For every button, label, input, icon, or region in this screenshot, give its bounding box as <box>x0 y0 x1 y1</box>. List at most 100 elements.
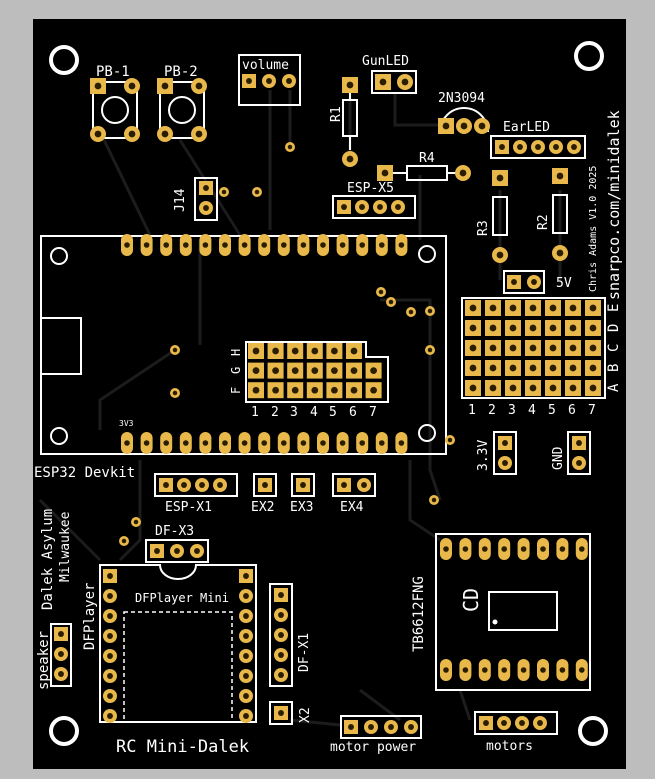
earled-label: EarLED <box>503 120 550 135</box>
pad-hole <box>128 82 136 90</box>
pad-hole <box>462 546 469 552</box>
pad-hole <box>408 724 414 730</box>
pad-hole <box>203 205 209 211</box>
ex3-pads <box>296 478 310 492</box>
pad-hole <box>370 367 377 374</box>
pad-hole <box>549 304 557 312</box>
pad-hole <box>154 548 160 554</box>
pad-hole <box>172 347 178 353</box>
pad-hole <box>469 304 477 312</box>
pad-hole <box>469 324 477 332</box>
pad-hole <box>529 364 537 372</box>
pad-hole <box>388 299 394 305</box>
board-title: RC Mini-Dalek <box>116 737 249 757</box>
mounting-hole <box>574 41 604 71</box>
pad-hole <box>379 242 385 248</box>
pad-hole <box>266 78 272 84</box>
pad-hole <box>300 440 307 446</box>
speaker-outline <box>50 623 72 687</box>
pad-hole <box>58 651 64 657</box>
pad-hole <box>378 289 384 295</box>
pad-hole <box>442 122 450 130</box>
pad-hole <box>579 667 585 673</box>
pad-hole <box>272 367 279 374</box>
pad-hole <box>379 440 385 446</box>
mounting-hole <box>578 716 608 746</box>
speaker-label: speaker <box>36 631 52 690</box>
pad-hole <box>529 384 537 392</box>
r1-pads <box>342 77 358 167</box>
motors-outline <box>474 711 558 735</box>
pad-hole <box>511 279 517 285</box>
pad-hole <box>181 482 187 488</box>
grid-fgh-col-labels: 1 2 3 4 5 6 7 <box>251 405 377 420</box>
pad-hole <box>183 242 189 248</box>
espx1-label: ESP-X1 <box>165 500 212 515</box>
pad-hole <box>128 130 136 138</box>
sd-card-slot <box>123 611 233 723</box>
pad-hole <box>243 593 249 599</box>
pad-hole <box>311 367 319 374</box>
grid-ae-row-label: A <box>606 383 622 392</box>
volume-pads <box>242 74 296 88</box>
pad-hole <box>281 242 287 248</box>
dfplayer-left-pads <box>103 569 117 723</box>
pad-hole <box>489 344 497 352</box>
pad-hole <box>124 242 130 248</box>
grid-fgh-col-label: 4 <box>310 405 318 420</box>
pb1-label: PB-1 <box>96 64 130 80</box>
grid-ae-col-label: 5 <box>548 403 556 418</box>
pad-hole <box>94 82 102 90</box>
pad-hole <box>509 344 517 352</box>
pad-hole <box>58 631 64 637</box>
pad-hole <box>300 482 306 488</box>
grid-ae-col-label: 6 <box>568 403 576 418</box>
pad-hole <box>107 693 113 699</box>
pad-hole <box>311 386 319 394</box>
grid-fgh-col-label: 2 <box>271 405 279 420</box>
pad-hole <box>331 347 338 355</box>
pad-hole <box>549 344 557 352</box>
volume-label: volume <box>242 58 289 73</box>
mounting-hole <box>49 45 79 75</box>
pad-hole <box>163 242 169 248</box>
pad-hole <box>489 384 497 392</box>
dfx1-pads <box>274 588 288 682</box>
dfplayer-mini-label: DFPlayer Mini <box>135 591 229 605</box>
pad-hole <box>241 242 248 248</box>
r2-label: R2 <box>536 214 551 230</box>
pad-hole <box>496 174 504 182</box>
espx5-label: ESP-X5 <box>347 181 394 196</box>
earled-outline <box>490 135 586 159</box>
pad-hole <box>286 78 292 84</box>
pad-hole <box>287 144 293 150</box>
pad-hole <box>427 308 433 314</box>
transistor-pads <box>438 118 490 134</box>
pad-hole <box>217 482 223 488</box>
pad-hole <box>94 130 102 138</box>
pad-hole <box>589 384 597 392</box>
grid-fgh-outline <box>245 341 389 403</box>
pad-hole <box>163 440 169 446</box>
pad-hole <box>469 364 477 372</box>
grid-fgh-row-label: G <box>229 367 243 374</box>
club-line2: Milwaukee <box>58 511 73 582</box>
pad-hole <box>489 304 497 312</box>
pad-hole <box>350 386 358 394</box>
devkit-hole <box>50 247 68 265</box>
pad-hole <box>241 440 248 446</box>
pad-hole <box>221 189 227 195</box>
pad-hole <box>553 144 559 150</box>
dfplayer-side-label: DFPlayer <box>82 583 98 650</box>
v3v3-label: 3V3 <box>119 419 134 428</box>
pad-hole <box>133 519 139 525</box>
r3-body <box>492 196 508 236</box>
pad-hole <box>246 78 252 84</box>
pad-hole <box>261 440 268 446</box>
pad-hole <box>222 440 228 446</box>
pad-hole <box>589 304 597 312</box>
espx1-pads <box>159 478 227 492</box>
x2-pads <box>274 706 288 720</box>
r1-label: R1 <box>329 106 344 122</box>
